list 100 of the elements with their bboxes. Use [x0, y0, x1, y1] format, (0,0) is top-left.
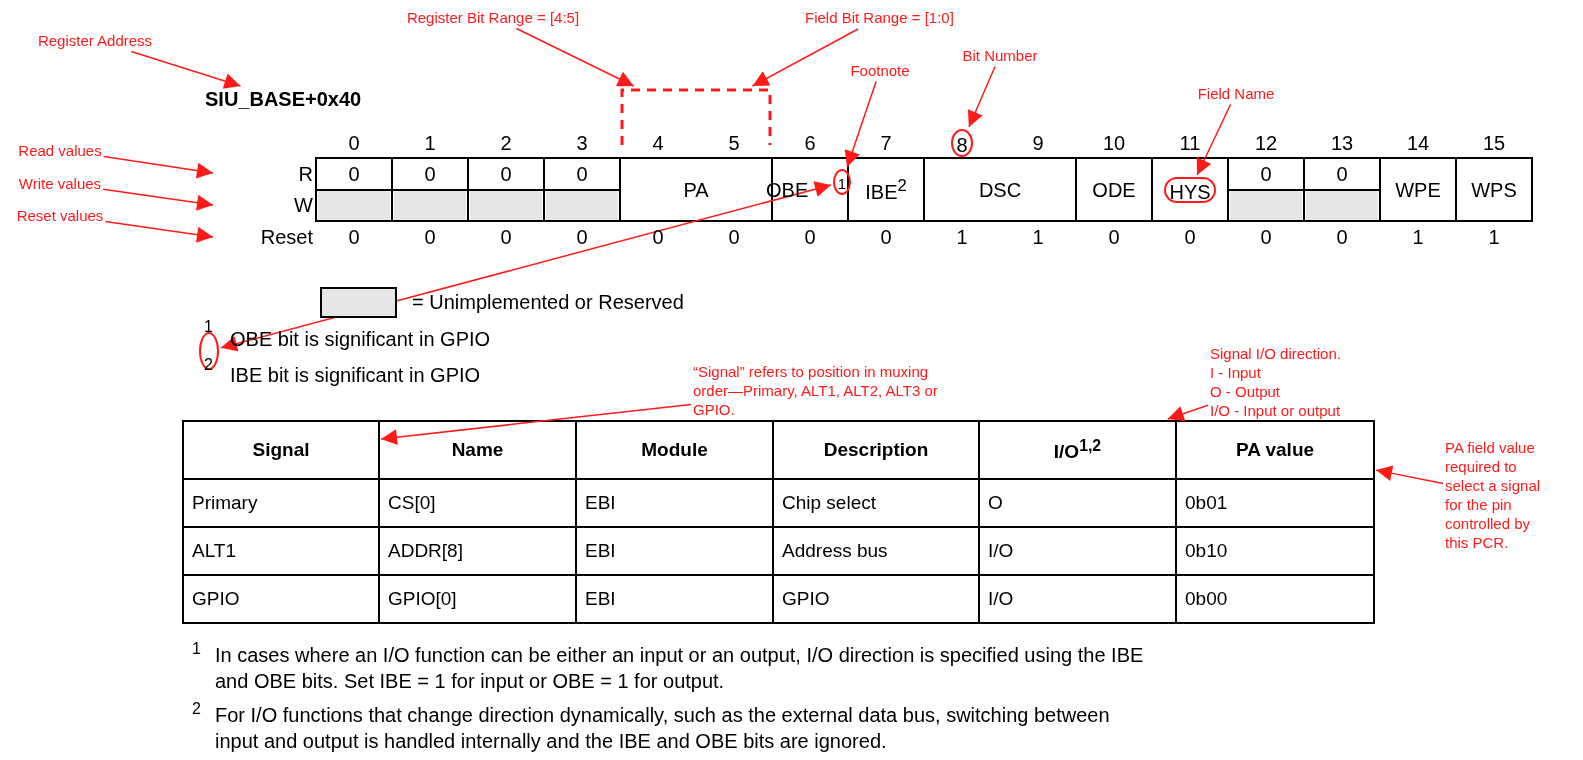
reset-value: 0 [576, 225, 588, 249]
table-entry: Address bus [773, 527, 979, 575]
arrow [130, 50, 242, 89]
highlight-circle: 8 [951, 129, 973, 157]
bit-value: 0 [1260, 162, 1272, 186]
table-entry: 0b00 [1176, 575, 1374, 623]
row-label: R [298, 162, 313, 186]
arrow [515, 27, 635, 87]
arrow [967, 65, 996, 128]
bit-number: 4 [652, 131, 664, 155]
column-header: Signal [183, 421, 379, 479]
annotation-label: Write values [18, 173, 102, 193]
field-name: WPS [1471, 178, 1517, 202]
bit-number: 10 [1102, 131, 1126, 155]
table-entry: GPIO [183, 575, 379, 623]
reset-value: 1 [1032, 225, 1044, 249]
row-label: W [294, 193, 313, 217]
column-header: Description [773, 421, 979, 479]
table-entry: O [979, 479, 1176, 527]
table-entry: EBI [576, 479, 773, 527]
table-entry: 0b10 [1176, 527, 1374, 575]
annotation-label: Footnote [850, 60, 910, 80]
table-entry: ALT1 [183, 527, 379, 575]
register-address: SIU_BASE+0x40 [205, 88, 362, 111]
field-name: IBE$^{2}$ [865, 176, 907, 204]
legend-label: = Unimplemented or Reserved [412, 290, 684, 314]
footnote-text: IBE bit is significant in GPIO [230, 364, 481, 387]
footnote-text: In cases where an I/O function can be either an input or an output, I/O direction is specified using the IBE and OBE bits. Set IBE = 1 for input or OBE = 1 for output. [215, 643, 1145, 694]
field-name: ODE [1092, 178, 1136, 202]
reset-value: 1 [1412, 225, 1424, 249]
field-name: DSC [978, 178, 1022, 202]
row-label: Reset [260, 225, 313, 249]
bit-value: 0 [348, 162, 360, 186]
arrow [1375, 465, 1444, 485]
bit-number: 15 [1482, 131, 1506, 155]
reset-value: 0 [424, 225, 436, 249]
field-name: WPE [1395, 178, 1441, 202]
bit-number: 5 [728, 131, 740, 155]
table-entry: Primary [183, 479, 379, 527]
reset-value: 0 [728, 225, 740, 249]
table-entry: GPIO[0] [379, 575, 576, 623]
annotation-label: Register Address [37, 30, 153, 50]
arrow [1167, 404, 1209, 422]
bit-number: 7 [880, 131, 892, 155]
bit-value: 0 [576, 162, 588, 186]
column-header: I/O$^{1,2}$ [979, 421, 1176, 479]
reset-value: 1 [956, 225, 968, 249]
arrow [102, 155, 214, 179]
annotation-label: PA field value required to select a signal for the pin controlled by this PCR. [1445, 438, 1557, 552]
highlight-circle: 1 [833, 169, 851, 195]
footnote-mark: 1 [204, 318, 213, 337]
column-header: Name [379, 421, 576, 479]
field-name: PA [683, 178, 709, 202]
arrow [380, 403, 692, 446]
reset-value: 0 [500, 225, 512, 249]
annotation-label: Field Bit Range = [1:0] [805, 8, 954, 27]
annotation-label: Bit Number [962, 45, 1038, 65]
bit-number: 6 [804, 131, 816, 155]
bit-number: 11 [1179, 131, 1201, 155]
annotation-label: Register Bit Range = [4:5] [406, 7, 580, 27]
annotation-label: Reset values [16, 205, 104, 225]
table-entry: EBI [576, 527, 773, 575]
reset-value: 0 [804, 225, 816, 249]
reset-value: 0 [1184, 225, 1196, 249]
bit-number: 14 [1406, 131, 1430, 155]
annotation-label: Field Name [1197, 83, 1275, 103]
arrow [104, 220, 214, 243]
table-entry: CS[0] [379, 479, 576, 527]
reset-value: 0 [1108, 225, 1120, 249]
reset-value: 0 [652, 225, 664, 249]
annotation-label: Signal I/O direction. I - Input O - Output I/O - Input or output [1210, 344, 1341, 420]
column-header: PA value [1176, 421, 1374, 479]
table-entry: EBI [576, 575, 773, 623]
table-entry: Chip select [773, 479, 979, 527]
bit-number: 13 [1330, 131, 1354, 155]
arrow [751, 28, 859, 87]
column-header: Module [576, 421, 773, 479]
bit-number: 3 [576, 131, 588, 155]
reset-value: 0 [348, 225, 360, 249]
arrow [220, 181, 832, 352]
table-entry: I/O [979, 527, 1176, 575]
reset-value: 0 [1336, 225, 1348, 249]
arrow [844, 80, 877, 168]
reset-value: 0 [880, 225, 892, 249]
bit-value: 0 [424, 162, 436, 186]
arrow [102, 188, 214, 211]
annotation-label: “Signal” refers to position in muxing order—Primary, ALT1, ALT2, ALT3 or GPIO. [693, 362, 943, 419]
footnote-text: For I/O functions that change direction dynamically, such as the external data bus, switching between input and output is handled internally and the IBE and OBE bits are ignored. [215, 703, 1111, 754]
bit-number: 9 [1032, 131, 1044, 155]
table-entry: 0b01 [1176, 479, 1374, 527]
footnote-mark: 2 [192, 700, 201, 719]
annotation-label: Read values [18, 140, 102, 160]
table-entry: GPIO [773, 575, 979, 623]
bit-value: 0 [500, 162, 512, 186]
table-entry: I/O [979, 575, 1176, 623]
reset-value: 0 [1260, 225, 1272, 249]
reset-value: 1 [1488, 225, 1500, 249]
footnote-mark: 1 [192, 640, 201, 659]
table-entry: ADDR[8] [379, 527, 576, 575]
arrow [1196, 103, 1232, 176]
